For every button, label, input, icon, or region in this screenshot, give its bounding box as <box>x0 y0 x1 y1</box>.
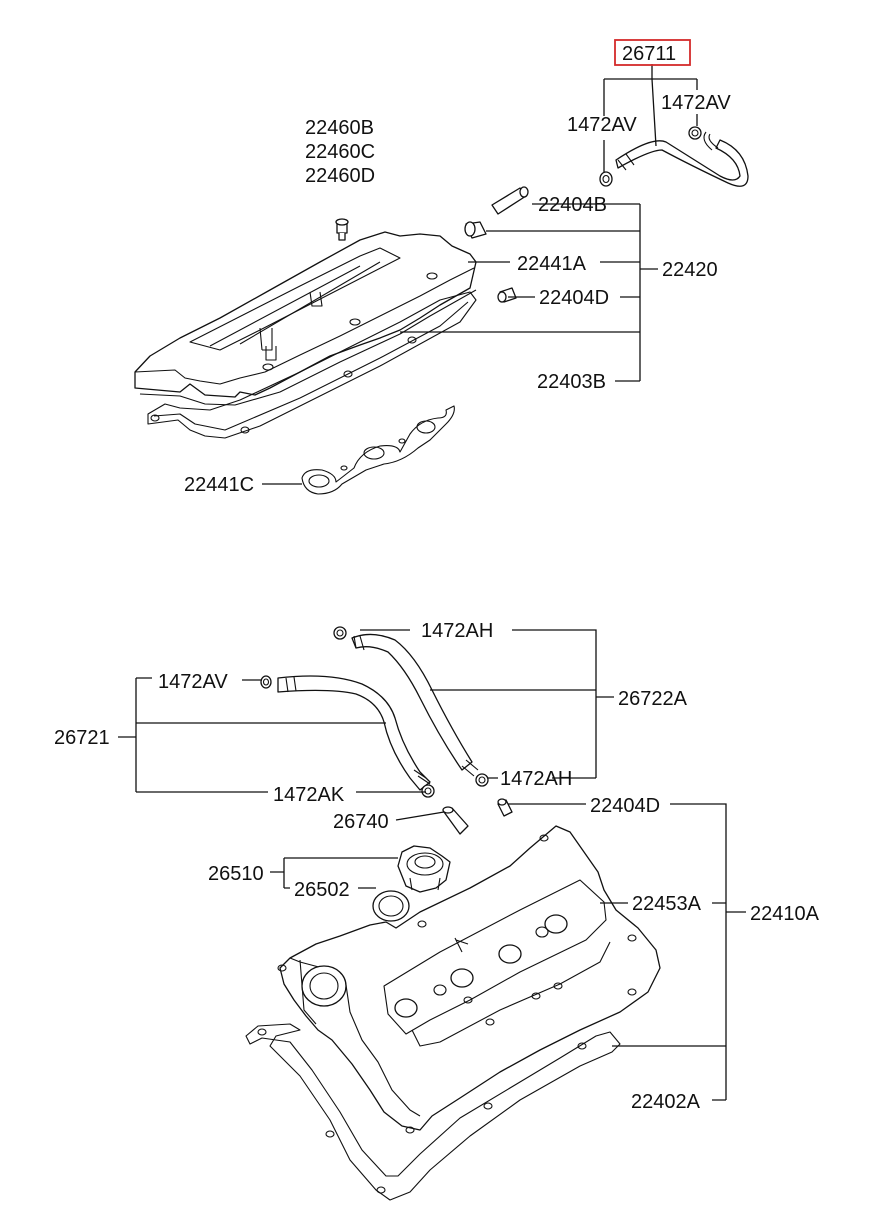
label-22453A[interactable]: 22453A <box>632 893 702 915</box>
cylinder-head-cover-drawing <box>277 825 661 1131</box>
gasket-22403B-drawing <box>147 291 477 439</box>
hose-26722A-drawing <box>351 633 479 777</box>
tube-26740-drawing <box>442 806 469 835</box>
top-leader-lines <box>262 64 698 485</box>
label-22410A[interactable]: 22410A <box>750 903 820 925</box>
label-22404D-top[interactable]: 22404D <box>539 287 609 309</box>
part-labels: 26711 1472AV 1472AV 22460B 22460C 22460D… <box>54 43 820 1113</box>
label-22460D[interactable]: 22460D <box>305 165 375 187</box>
label-26711[interactable]: 26711 <box>622 43 676 65</box>
clamp-1472AK <box>421 784 435 798</box>
highlight-box-26711 <box>614 39 691 66</box>
label-22402A[interactable]: 22402A <box>631 1091 701 1113</box>
fitting-22404B-drawing <box>491 186 529 215</box>
oil-filler-cap-26510-drawing <box>397 845 451 893</box>
gasket-22402A-drawing <box>245 1023 621 1201</box>
plug-gasket-22441C-drawing <box>301 405 455 495</box>
clamp-1472AH-bottom <box>475 773 489 787</box>
clamp-1472AH-top <box>333 626 347 640</box>
hose-26711-drawing <box>615 131 749 187</box>
grommet-drawing <box>464 221 487 239</box>
label-22420[interactable]: 22420 <box>662 259 718 281</box>
bolt-22460-drawing <box>335 218 349 241</box>
label-1472AH-top[interactable]: 1472AH <box>421 620 493 642</box>
label-26502[interactable]: 26502 <box>294 879 350 901</box>
label-26740[interactable]: 26740 <box>333 811 389 833</box>
seal-26502-drawing <box>372 890 410 922</box>
hose-26721-drawing <box>277 675 431 791</box>
clamp-1472AV-left <box>599 171 613 187</box>
label-26722A[interactable]: 26722A <box>618 688 688 710</box>
label-22404D-bottom[interactable]: 22404D <box>590 795 660 817</box>
rocker-cover-upper-drawing <box>134 231 477 406</box>
clamp-1472AV-right <box>688 126 702 140</box>
label-1472AV-left[interactable]: 1472AV <box>567 114 637 136</box>
label-26510[interactable]: 26510 <box>208 863 264 885</box>
label-26721[interactable]: 26721 <box>54 727 110 749</box>
label-22441C[interactable]: 22441C <box>184 474 254 496</box>
label-22460B[interactable]: 22460B <box>305 117 374 139</box>
label-1472AK[interactable]: 1472AK <box>273 784 345 806</box>
fitting-22404D-top-drawing <box>497 287 517 303</box>
label-22404B[interactable]: 22404B <box>538 194 607 216</box>
label-22403B[interactable]: 22403B <box>537 371 606 393</box>
fitting-22404D-bottom-drawing <box>497 798 513 817</box>
clamp-1472AV-bottom <box>260 675 272 689</box>
label-1472AV-bottom[interactable]: 1472AV <box>158 671 228 693</box>
label-22441A[interactable]: 22441A <box>517 253 587 275</box>
bottom-leader-lines <box>118 629 746 1101</box>
label-22460C[interactable]: 22460C <box>305 141 375 163</box>
label-1472AV-right[interactable]: 1472AV <box>661 92 731 114</box>
label-1472AH-bottom[interactable]: 1472AH <box>500 768 572 790</box>
